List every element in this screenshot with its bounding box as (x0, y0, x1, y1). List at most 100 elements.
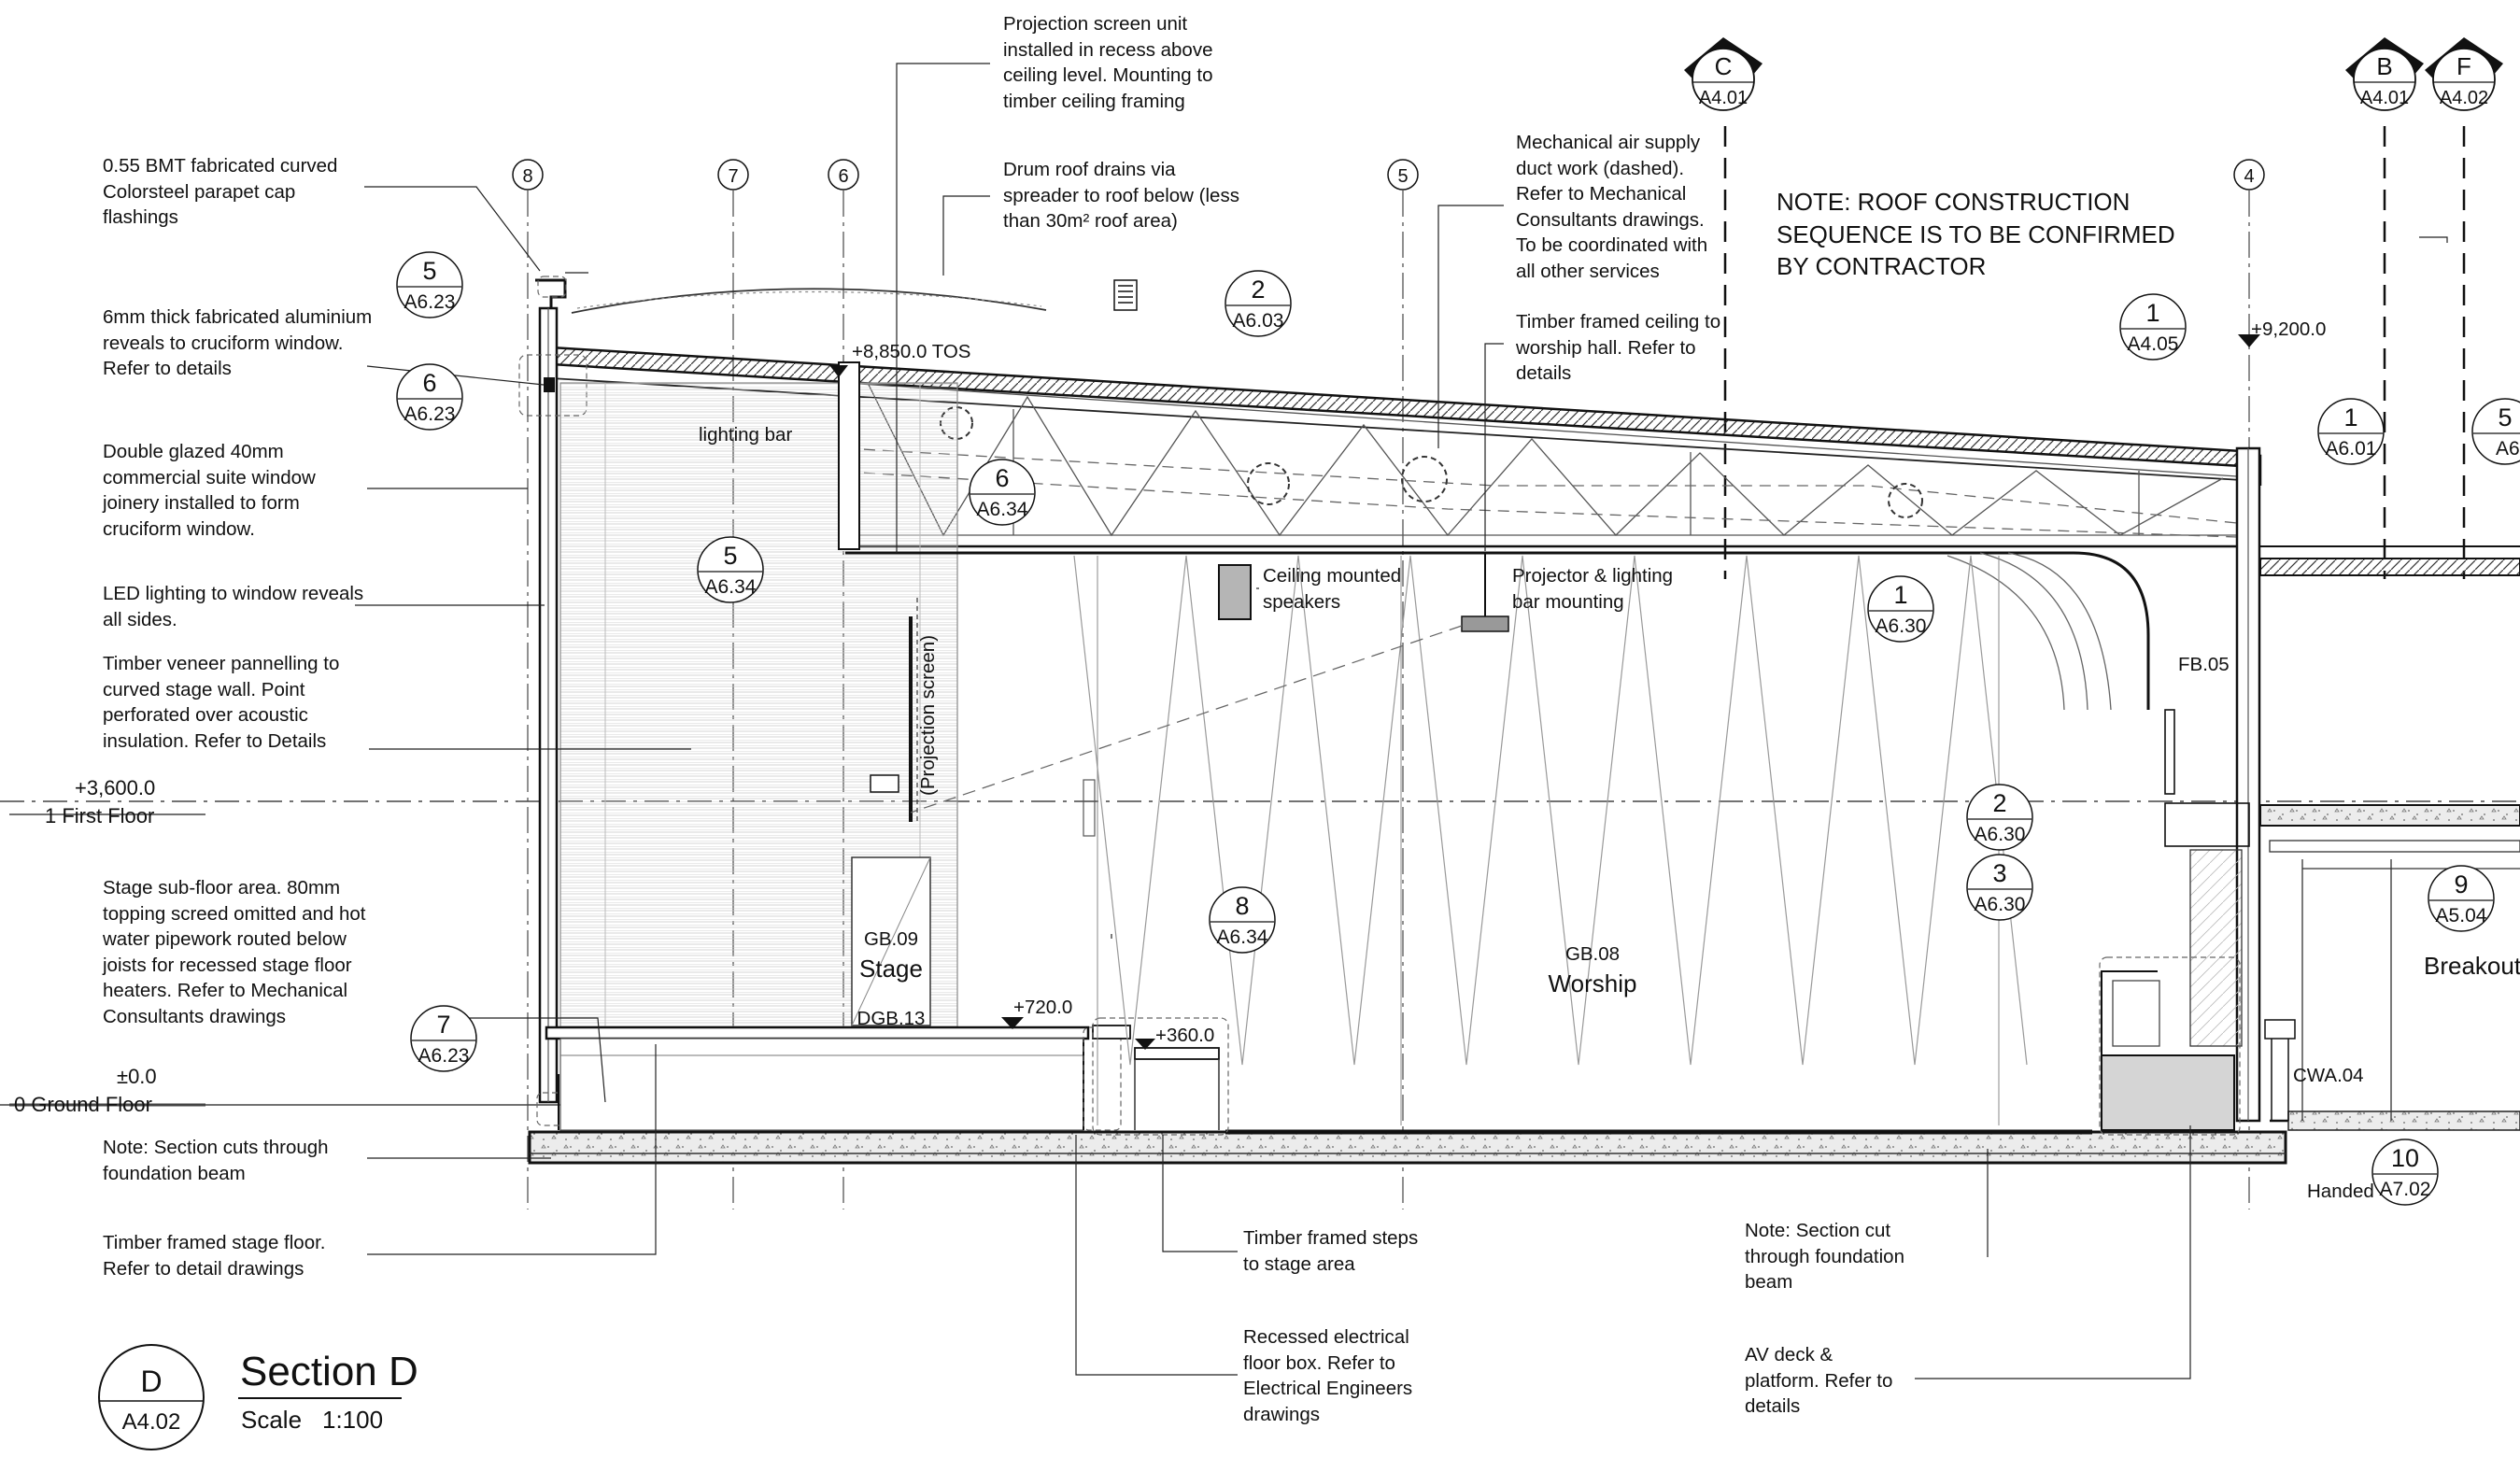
detail-callout-8-A6.34: 8 A6.34 (1209, 886, 1276, 954)
svg-text:6: 6 (995, 464, 1009, 492)
note-projection: Projection screen unit installed in rece… (1003, 13, 1213, 112)
svg-text:A6.34: A6.34 (705, 576, 757, 598)
svg-text:10: 10 (2391, 1144, 2419, 1172)
stage-room-name: Stage (859, 955, 923, 983)
grid-label: 6 (838, 166, 848, 187)
roof-truss (844, 382, 2238, 548)
worship-ceiling (845, 551, 2150, 1125)
svg-text:A6.23: A6.23 (404, 291, 456, 313)
detail-callouts: 5 A6.23 6 A6.23 7 A6.23 5 A6.34 6 A6.34 (396, 251, 2520, 1206)
section-scale-label: Scale (241, 1406, 303, 1434)
projection-screen-label: (Projection screen) (917, 635, 939, 796)
section-sheet: A4.01 (2360, 88, 2409, 108)
grid-bubble-4: 4 (2233, 159, 2265, 191)
stage-panelling (559, 361, 958, 1028)
fb05-label: FB.05 (2178, 654, 2230, 675)
note-panelling: Timber veneer pannelling to curved stage… (103, 653, 340, 752)
svg-text:5: 5 (2498, 403, 2512, 431)
note-mech-duct: Mechanical air supply duct work (dashed)… (1516, 132, 1708, 282)
level-360: +360.0 (1155, 1025, 1214, 1046)
first-floor-rl: +3,600.0 (75, 776, 155, 799)
foundation-slab (528, 1110, 2520, 1165)
note-ceiling: Timber framed ceiling to worship hall. R… (1516, 311, 1721, 384)
section-marker-F: F A4.02 (2425, 37, 2503, 111)
section-scale-value: 1:100 (322, 1406, 384, 1434)
detail-callout-7-A6.23: 7 A6.23 (410, 1005, 477, 1072)
detail-callout-6-A6.23: 6 A6.23 (396, 363, 463, 431)
note-floor-box: Recessed electrical floor box. Refer to … (1243, 1326, 1413, 1425)
roof-construction-note: NOTE: ROOF CONSTRUCTION SEQUENCE IS TO B… (1777, 188, 2175, 280)
svg-text:A6.23: A6.23 (418, 1045, 470, 1067)
ground-floor-name: 0 Ground Floor (14, 1093, 152, 1116)
svg-text:5: 5 (723, 542, 737, 570)
note-av-deck: AV deck & platform. Refer to details (1745, 1344, 1893, 1417)
west-wall (518, 306, 588, 1130)
svg-text:1: 1 (1893, 581, 1907, 609)
detail-callout-5-A6.02: 5 A6.02 (2471, 398, 2520, 465)
grid-label: 7 (728, 166, 738, 187)
note-glazing: Double glazed 40mm commercial suite wind… (103, 441, 316, 540)
detail-callout-1-A6.01: 1 A6.01 (2317, 398, 2385, 465)
svg-text:A6.01: A6.01 (2326, 438, 2377, 460)
svg-text:A7.02: A7.02 (2380, 1179, 2431, 1200)
level-9200: +9,200.0 (2251, 318, 2326, 340)
section-letter: C (1715, 52, 1733, 80)
section-letter: B (2376, 52, 2392, 80)
detail-callout-5-A6.34: 5 A6.34 (697, 536, 764, 603)
level-lines (0, 800, 2520, 1107)
svg-text:A6.30: A6.30 (1975, 894, 2026, 915)
svg-text:1: 1 (2343, 403, 2357, 431)
note-projector: Projector & lighting bar mounting (1512, 565, 1674, 613)
grid-bubble-8: 8 (512, 159, 544, 191)
drawing-labels: lighting bar +8,850.0 TOS +9,200.0 +3,60… (14, 318, 2520, 1202)
svg-text:2: 2 (1251, 276, 1265, 304)
level-markers (829, 334, 2260, 1050)
detail-callout-1-A4.05: 1 A4.05 (2119, 293, 2187, 361)
svg-text:7: 7 (436, 1011, 450, 1039)
svg-text:A6.23: A6.23 (404, 403, 456, 425)
section-letter: F (2456, 52, 2471, 80)
svg-text:A5.04: A5.04 (2436, 905, 2487, 927)
stage-sub-code: DGB.13 (857, 1008, 926, 1029)
note-parapet: 0.55 BMT fabricated curved Colorsteel pa… (103, 155, 338, 228)
note-reveals: 6mm thick fabricated aluminium reveals t… (103, 306, 373, 379)
level-720: +720.0 (1013, 997, 1072, 1018)
detail-callout-6-A6.34: 6 A6.34 (969, 459, 1036, 526)
svg-text:6: 6 (422, 369, 436, 397)
ground-rl: ±0.0 (117, 1065, 157, 1088)
svg-text:A6.34: A6.34 (1217, 927, 1268, 948)
svg-text:A6.30: A6.30 (1975, 824, 2026, 845)
title-block-symbol: D A4.02 (98, 1344, 402, 1450)
svg-text:A6.34: A6.34 (977, 499, 1028, 520)
svg-text:8: 8 (1235, 892, 1249, 920)
note-subfloor: Stage sub-floor area. 80mm topping scree… (103, 877, 366, 1027)
breakout-room-name: Breakout (2424, 952, 2520, 980)
tos-level: +8,850.0 TOS (852, 341, 970, 362)
worship-room-name: Worship (1549, 969, 1637, 997)
grid-label: 5 (1397, 166, 1408, 187)
svg-text:A6.30: A6.30 (1876, 615, 1927, 637)
cwa04-label: CWA.04 (2293, 1065, 2364, 1086)
grid-label: 4 (2244, 166, 2254, 187)
svg-text:A4.05: A4.05 (2128, 333, 2179, 355)
section-marker-B: B A4.01 (2345, 37, 2424, 111)
note-speakers: Ceiling mounted speakers (1263, 565, 1402, 613)
detail-callout-10-A7.02: 10 A7.02 (2371, 1139, 2439, 1206)
note-steps: Timber framed steps to stage area (1243, 1227, 1419, 1275)
section-sheet: A4.01 (1699, 88, 1748, 108)
section-cut-lines (1723, 126, 2466, 579)
section-title: Section D (240, 1349, 418, 1394)
grid-label: 8 (522, 166, 532, 187)
note-drum-drains: Drum roof drains via spreader to roof be… (1003, 159, 1239, 232)
detail-callout-9-A5.04: 9 A5.04 (2428, 865, 2495, 932)
section-sheet: A4.02 (122, 1409, 181, 1435)
section-sheet: A4.02 (2440, 88, 2488, 108)
note-stage-floor: Timber framed stage floor. Refer to deta… (103, 1232, 326, 1280)
svg-text:2: 2 (1992, 789, 2006, 817)
east-wall (2099, 446, 2520, 1136)
detail-callout-5-A6.23: 5 A6.23 (396, 251, 463, 318)
svg-text:A6.02: A6.02 (2496, 438, 2520, 460)
grid-bubbles: 8 7 6 5 4 (512, 159, 2265, 191)
leader-lines (355, 63, 2448, 1379)
